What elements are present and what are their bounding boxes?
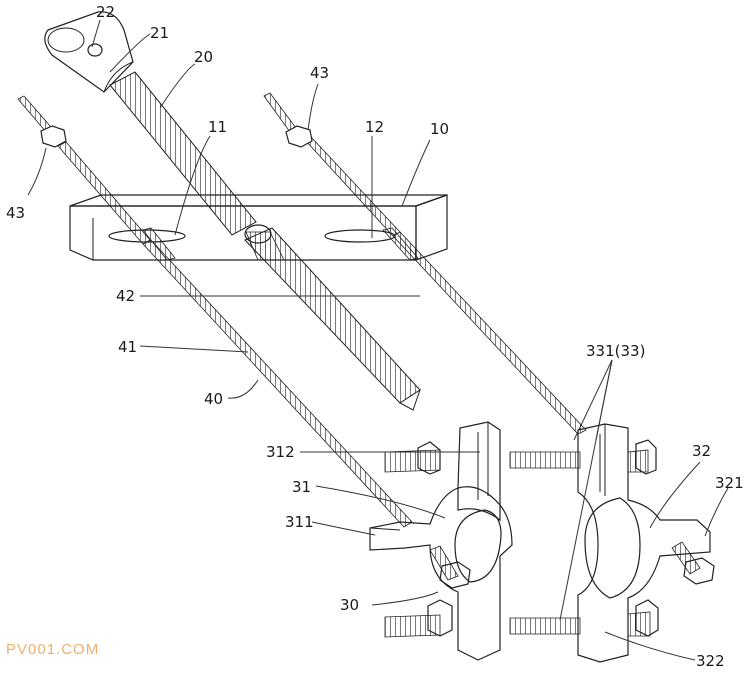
label-11: 11 [208,118,227,136]
label-20: 20 [194,48,213,66]
bolt-331-lower [384,599,659,638]
threaded-rod-41 [17,95,413,528]
label-312: 312 [266,443,295,461]
label-40: 40 [204,390,223,408]
label-43-right: 43 [310,64,329,82]
label-12: 12 [365,118,384,136]
clamp-32 [577,423,711,663]
clamp-31 [369,421,513,661]
bolt-321 [671,541,715,585]
label-41: 41 [118,338,137,356]
nut-43-left [40,125,67,148]
label-43-left: 43 [6,204,25,222]
plate-10 [69,194,448,261]
leader-lines [27,19,729,661]
hole-22 [87,43,103,57]
label-21: 21 [150,24,169,42]
nut-43-right [285,125,313,148]
label-321: 321 [715,474,744,492]
bolt-311 [429,545,471,589]
watermark-text: PV001.COM [6,641,99,658]
label-322: 322 [696,652,725,670]
label-22: 22 [96,3,115,21]
label-30: 30 [340,596,359,614]
label-31: 31 [292,478,311,496]
tube-21 [44,11,134,93]
label-331-33: 331(33) [586,342,645,360]
label-32: 32 [692,442,711,460]
threaded-rod-right [263,92,587,435]
label-10: 10 [430,120,449,138]
label-42: 42 [116,287,135,305]
label-311: 311 [285,513,314,531]
bolt-331-upper [384,439,657,475]
